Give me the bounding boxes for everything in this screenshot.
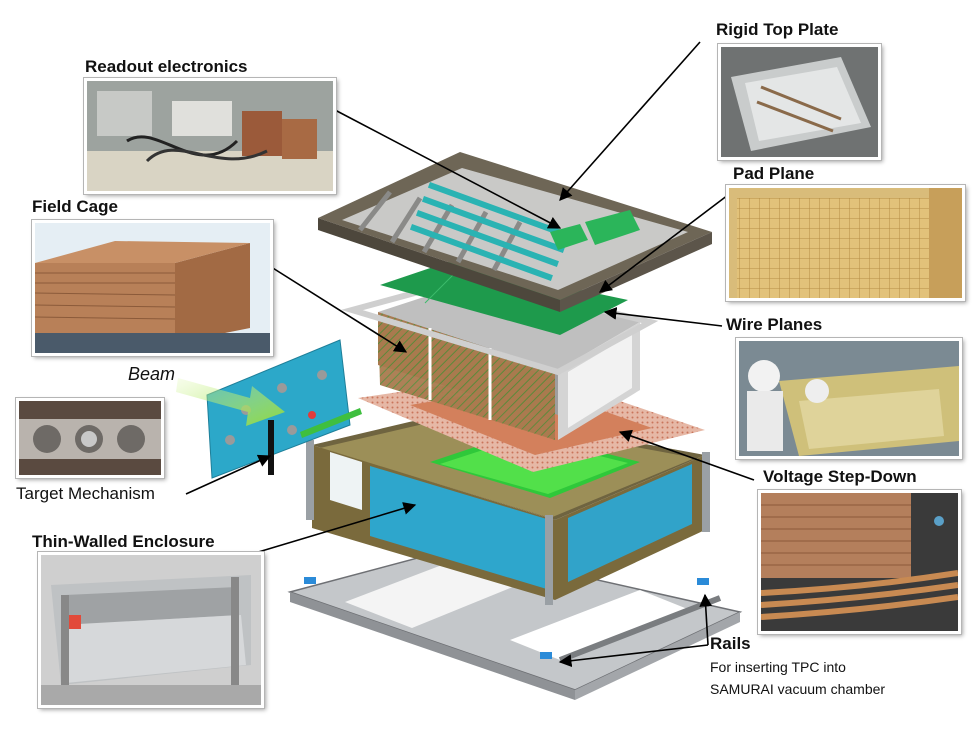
rails-note-line-1: For inserting TPC into: [710, 659, 846, 675]
leader-lines: [185, 41, 755, 668]
target-mechanism-label: Target Mechanism: [16, 484, 155, 503]
wire-planes-photo: [736, 338, 962, 459]
wire-planes-label: Wire Planes: [726, 315, 823, 334]
target-mechanism-photo: [16, 398, 164, 478]
beam-arrow-icon: [176, 378, 285, 426]
voltage-step-down-label: Voltage Step-Down: [763, 467, 917, 486]
rails-label: Rails: [710, 634, 751, 653]
readout-electronics-label: Readout electronics: [85, 57, 248, 76]
rails-note-line-2: SAMURAI vacuum chamber: [710, 681, 886, 697]
rigid-top-plate: [318, 152, 712, 312]
thin-walled-enclosure-label: Thin-Walled Enclosure: [32, 532, 215, 551]
voltage-step-down-photo: [758, 490, 961, 634]
field-cage-label: Field Cage: [32, 197, 118, 216]
rigid-top-plate-label: Rigid Top Plate: [716, 20, 839, 39]
field-cage: [341, 274, 659, 440]
rigid-top-plate-photo: [718, 44, 881, 160]
thin-walled-enclosure-photo: [38, 552, 264, 708]
field-cage-photo: [32, 220, 273, 356]
pad-plane-label: Pad Plane: [733, 164, 815, 183]
pad-plane-photo: [726, 185, 965, 301]
readout-electronics-photo: [84, 78, 336, 194]
beam-label: Beam: [128, 364, 176, 384]
